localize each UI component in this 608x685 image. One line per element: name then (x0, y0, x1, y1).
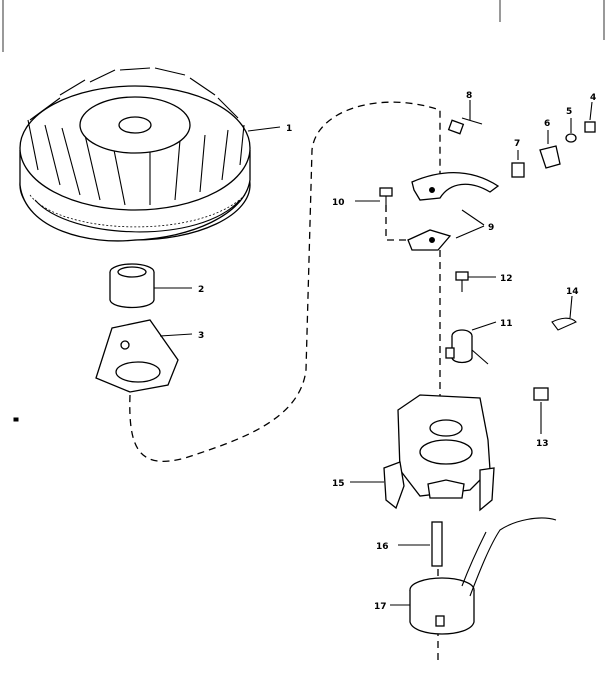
callout-6: 6 (544, 119, 550, 129)
top-screw-part (447, 117, 483, 135)
callout-8: 8 (466, 91, 472, 101)
sleeve-part (109, 263, 155, 309)
condenser-screw-part (455, 271, 469, 292)
callout-3: 3 (198, 331, 204, 341)
nut-part (584, 121, 596, 133)
callout-2: 2 (198, 285, 204, 295)
wire-clip-part (533, 387, 549, 401)
callout-4: 4 (590, 93, 596, 103)
callout-line-1 (247, 126, 281, 132)
callout-10: 10 (332, 198, 345, 208)
terminal-part (539, 145, 561, 169)
ignition-coil-part (409, 517, 557, 635)
callout-12: 12 (500, 274, 513, 284)
screw-to-points-line (385, 205, 420, 241)
callout-line-3 (159, 333, 193, 337)
callout-7: 7 (514, 139, 520, 149)
condenser-part (445, 329, 489, 365)
clip-part (511, 162, 525, 178)
flywheel-part (19, 67, 251, 242)
plunger-clip-part (551, 317, 577, 331)
callout-13: 13 (536, 439, 549, 449)
plunger-part (431, 521, 443, 567)
left-screw-part (379, 187, 393, 212)
stator-plate-part (383, 394, 495, 512)
assembly-path-line (129, 101, 441, 462)
callout-line-9b (455, 225, 485, 239)
frame-speck (13, 417, 19, 422)
callout-line-4 (589, 101, 593, 121)
callout-17: 17 (374, 602, 387, 612)
callout-15: 15 (332, 479, 345, 489)
washer-part (565, 133, 577, 143)
callout-16: 16 (376, 542, 389, 552)
key-plate-part (95, 319, 179, 393)
callout-11: 11 (500, 319, 513, 329)
callout-1: 1 (286, 124, 292, 134)
callout-line-14 (569, 295, 573, 319)
callout-5: 5 (566, 107, 572, 117)
callout-line-9a (461, 209, 485, 226)
callout-line-11 (471, 321, 497, 331)
points-set-part (407, 172, 500, 251)
callout-14: 14 (566, 287, 579, 297)
callout-9: 9 (488, 223, 494, 233)
